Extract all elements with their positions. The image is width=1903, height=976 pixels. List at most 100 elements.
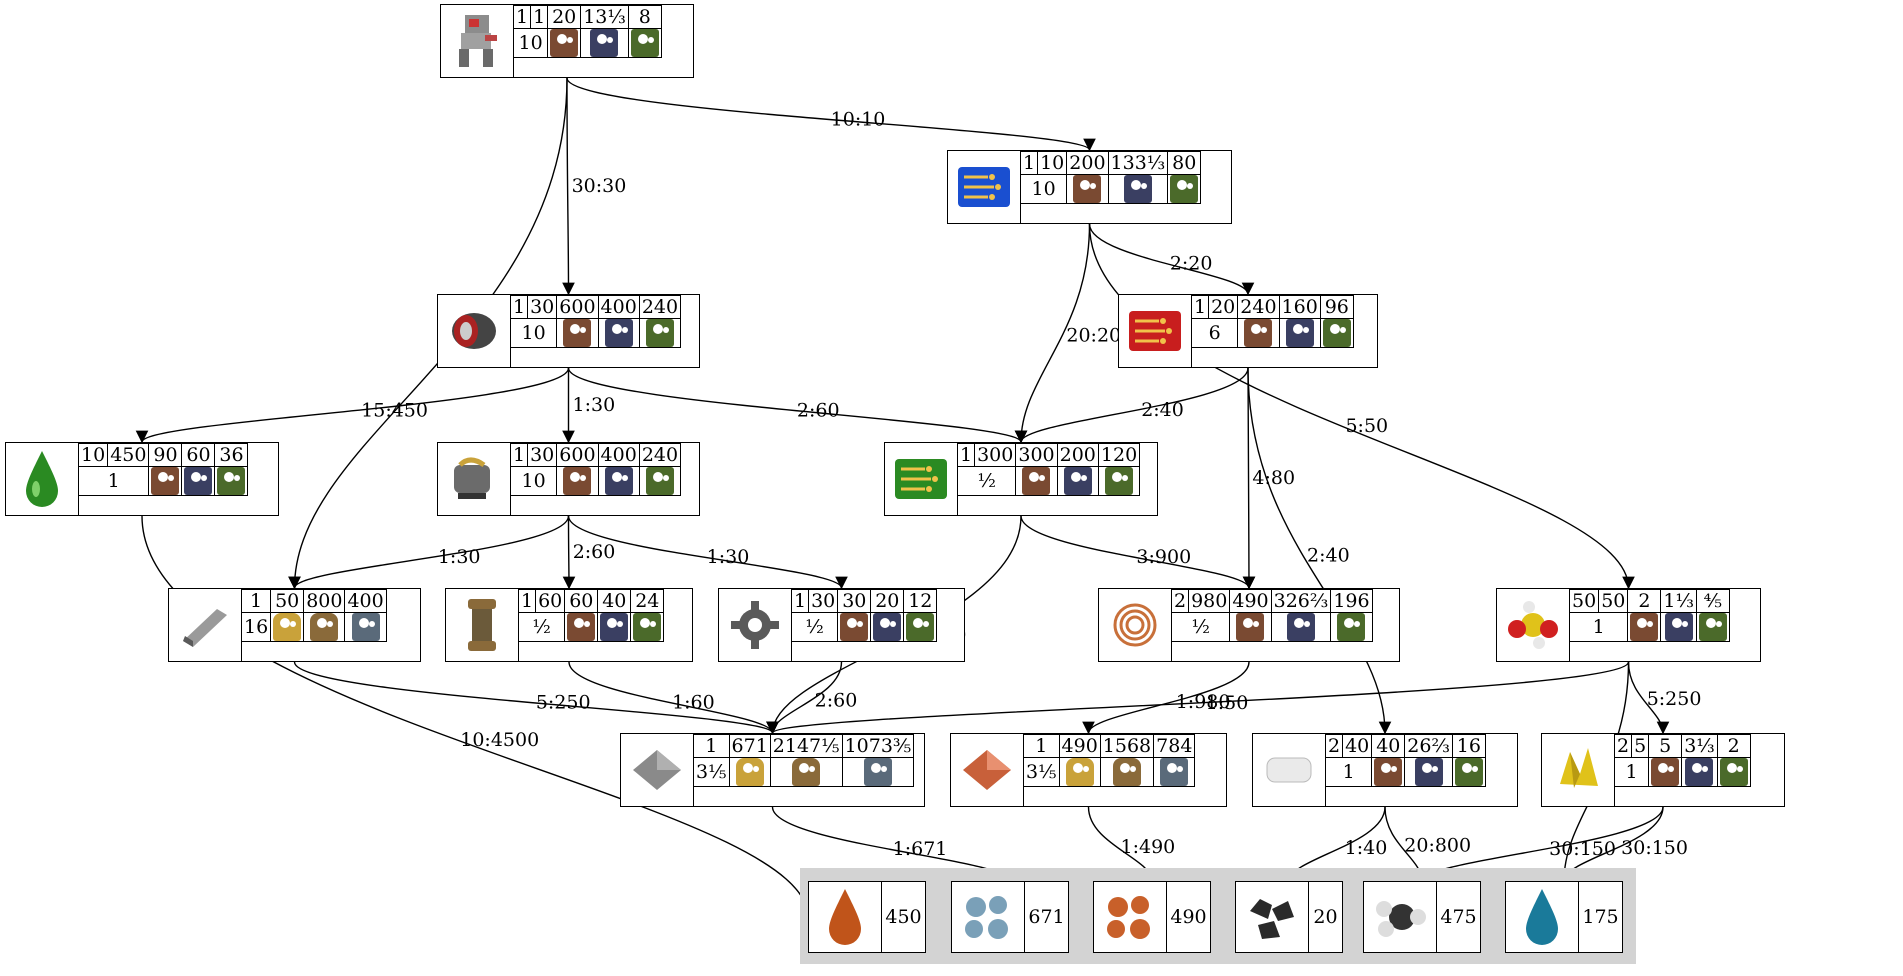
resource-copper-ore[interactable]: 490 [1093, 881, 1211, 953]
machine-count: 16 [240, 612, 272, 642]
chem-plant-2-icon [1685, 758, 1714, 786]
edge-label: 10:10 [831, 108, 886, 130]
edge-copper-cable-to-copper-plate [1082, 661, 1250, 735]
resource-iron-ore[interactable]: 671 [951, 881, 1069, 953]
resource-petroleum-gas[interactable]: 475 [1363, 881, 1481, 953]
machine-count: 3⅕ [693, 757, 730, 787]
assembler-3-icon [633, 613, 662, 641]
resource-crude-oil[interactable]: 450 [808, 881, 926, 953]
recipe-cell: 300 [1015, 443, 1058, 467]
robot-icon [441, 5, 514, 77]
recipe-cell: 671 [728, 734, 771, 758]
resource-water[interactable]: 175 [1505, 881, 1623, 953]
recipe-cell: 80 [1167, 151, 1202, 175]
recipe-cell: 1 [1190, 295, 1210, 319]
recipe-cell: 200 [1066, 151, 1109, 175]
assembler-2-icon [600, 613, 629, 641]
recipe-cell: 1⅓ [1660, 589, 1697, 613]
assembler-3-icon [645, 319, 674, 347]
coal-icon [1236, 882, 1309, 952]
resource-amount: 490 [1170, 906, 1207, 928]
recipe-cell: 400 [597, 295, 640, 319]
recipe-cell: 20 [1208, 295, 1239, 319]
copper-ore-icon [1094, 882, 1167, 952]
recipe-cell: 1 [956, 443, 976, 467]
edge-label: 5:50 [1345, 415, 1388, 437]
recipe-cell: 2147⅕ [769, 734, 843, 758]
chem-plant-1-icon [1374, 758, 1403, 786]
recipe-cell: 160 [1278, 295, 1321, 319]
iron-ore-icon [952, 882, 1025, 952]
recipe-cell: 5 [1631, 734, 1650, 758]
machine-cell [270, 612, 305, 642]
machine-cell [564, 612, 599, 642]
recipe-cell: ⅘ [1695, 589, 1730, 613]
recipe-cell: 1 [512, 5, 532, 29]
copper-cable-icon [1099, 589, 1172, 661]
recipe-cell: 13⅓ [580, 5, 629, 29]
recipe-cell: 300 [974, 443, 1017, 467]
machine-cell [728, 757, 771, 787]
processing-unit-icon [948, 151, 1021, 223]
assembler-3-icon [1170, 175, 1199, 203]
edge-engine-to-gear [567, 515, 848, 590]
recipe-cell: 26⅔ [1404, 734, 1453, 758]
recipe-cell: 800 [303, 589, 346, 613]
assembler-2-icon [1123, 175, 1152, 203]
recipe-cell: 60 [181, 443, 216, 467]
recipe-cell: 200 [1056, 443, 1099, 467]
machine-cell [1015, 466, 1058, 496]
assembler-1-icon [563, 467, 592, 495]
recipe-cell: 90 [148, 443, 183, 467]
edge-blue-circuit-to-red-circuit [1088, 223, 1255, 296]
furnace-1-icon [273, 613, 302, 641]
machine-cell [769, 757, 843, 787]
chem-plant-2-icon [1414, 758, 1443, 786]
machine-cell [580, 28, 629, 58]
recipe-cell: 2 [1324, 734, 1344, 758]
recipe-cell: 600 [556, 443, 599, 467]
recipe-cell: 16 [1451, 734, 1486, 758]
machine-cell [1153, 757, 1196, 787]
machine-cell [1058, 757, 1101, 787]
resource-coal[interactable]: 20 [1235, 881, 1343, 953]
machine-count: 6 [1190, 318, 1239, 348]
machine-cell [1066, 174, 1109, 204]
resource-amount: 475 [1440, 906, 1477, 928]
assembler-3-icon [630, 29, 659, 57]
machine-cell [841, 757, 915, 787]
machine-cell [1330, 612, 1373, 642]
recipe-cell: 8 [627, 5, 662, 29]
machine-cell [1371, 757, 1406, 787]
chem-plant-3-icon [1454, 758, 1483, 786]
recipe-cell: 1 [1019, 151, 1039, 175]
edge-label: 20:800 [1404, 835, 1471, 857]
edge-label: 2:60 [797, 399, 840, 421]
edge-label: 2:60 [573, 541, 616, 563]
machine-cell [1270, 612, 1332, 642]
machine-count: 10 [509, 466, 558, 496]
edge-motor-to-lubricant [135, 367, 570, 444]
edge-label: 1:671 [893, 838, 948, 860]
machine-cell [1695, 612, 1730, 642]
